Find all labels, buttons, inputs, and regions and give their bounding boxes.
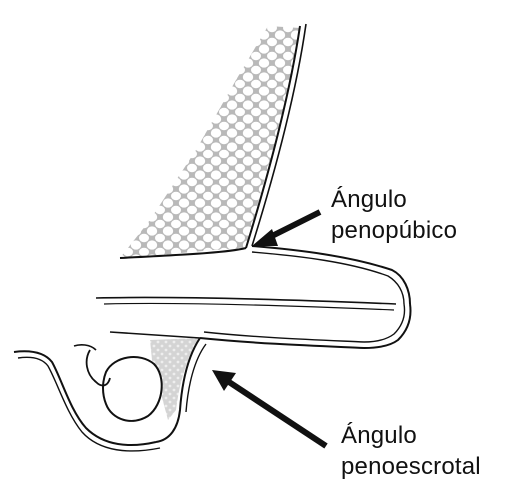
penile-shaft-upper-inner bbox=[252, 252, 404, 304]
label-penopubic-line1: Ángulo bbox=[331, 184, 457, 215]
pubic-region-shading bbox=[120, 26, 300, 258]
label-penopubic-angle: Ángulo penopúbico bbox=[331, 184, 457, 246]
testicle-outline bbox=[103, 357, 162, 421]
spermatic-cord bbox=[74, 345, 96, 350]
penile-shaft-underside bbox=[110, 332, 200, 338]
label-penopubic-line2: penopúbico bbox=[331, 215, 457, 246]
label-penoscrotal-line1: Ángulo bbox=[341, 420, 481, 451]
penile-shaft-lower-outline bbox=[200, 338, 364, 348]
label-penoscrotal-line2: penoescrotal bbox=[341, 451, 481, 482]
arrow-penopubic bbox=[252, 212, 320, 246]
arrow-penoscrotal bbox=[212, 370, 326, 446]
label-penoscrotal-angle: Ángulo penoescrotal bbox=[341, 420, 481, 482]
penile-shaft-upper-outline bbox=[120, 246, 410, 304]
penile-shaft-groove-lower bbox=[104, 303, 394, 310]
